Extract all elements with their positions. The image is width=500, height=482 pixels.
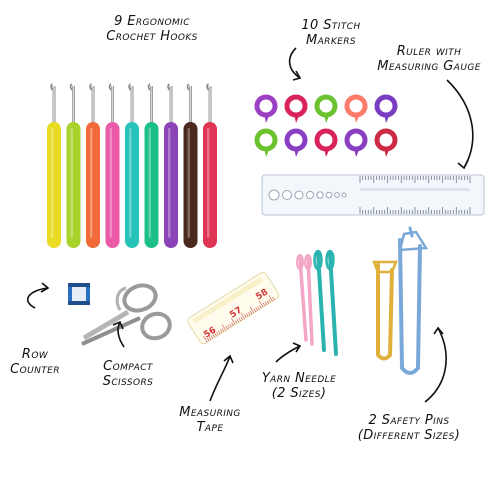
yarn-needles (296, 249, 338, 356)
crochet-hook (125, 83, 139, 248)
needle-label-line1: Yarn Needle (261, 371, 337, 386)
scissors-label-line2: Scissors (102, 374, 154, 389)
crochet-hook (47, 83, 61, 248)
crochet-hook (66, 83, 81, 248)
hooks-label-line2: Crochet Hooks (106, 29, 198, 44)
stitch-marker (344, 94, 368, 123)
ruler-label: Ruler with Measuring Gauge (366, 44, 492, 74)
measuring-tape: 56 57 58 (187, 272, 280, 345)
crochet-hooks (47, 83, 217, 248)
tape-label-line1: Measuring (179, 405, 241, 420)
row-counter (68, 283, 90, 305)
tape-label-line2: Tape (196, 420, 224, 435)
hooks-label-line1: 9 Ergonomic (114, 14, 190, 29)
safety-pins (372, 226, 429, 375)
stitch-marker (374, 128, 398, 157)
markers-label: 10 Stitch Markers (276, 18, 386, 48)
counter-label-line2: Counter (10, 362, 60, 377)
crochet-hook (183, 83, 198, 248)
crochet-hook (105, 83, 120, 248)
stitch-marker (314, 128, 338, 157)
needle-label: Yarn Needle (2 Sizes) (244, 371, 354, 401)
callout-arrows (26, 47, 474, 403)
counter-label: Row Counter (10, 347, 60, 377)
pins-label: 2 Safety Pins (Different Sizes) (334, 413, 484, 443)
scissors-label: Compact Scissors (80, 359, 176, 389)
scissors-label-line1: Compact (103, 359, 153, 374)
compact-scissors (81, 283, 172, 346)
counter-label-line1: Row (21, 347, 49, 362)
tape-label: Measuring Tape (162, 405, 258, 435)
crochet-hook (144, 83, 159, 248)
hooks-label: 9 Ergonomic Crochet Hooks (82, 14, 222, 44)
stitch-marker (314, 94, 338, 123)
markers-label-line1: 10 Stitch (301, 18, 361, 33)
crochet-hook (164, 83, 178, 248)
ruler-gauge (261, 174, 485, 216)
stitch-marker (254, 128, 278, 157)
stitch-marker (254, 94, 278, 123)
markers-label-line2: Markers (306, 33, 356, 48)
crochet-hook (86, 83, 100, 248)
ruler-label-line2: Measuring Gauge (377, 59, 481, 74)
stitch-marker (284, 128, 308, 157)
crochet-hook (203, 83, 217, 248)
stitch-marker (344, 128, 368, 157)
ruler-label-line1: Ruler with (396, 44, 462, 59)
pins-label-line1: 2 Safety Pins (368, 413, 450, 428)
stitch-markers (254, 94, 398, 157)
stitch-marker (374, 94, 398, 123)
needle-label-line2: (2 Sizes) (271, 386, 327, 401)
stitch-marker (284, 94, 308, 123)
pins-label-line2: (Different Sizes) (357, 428, 461, 443)
